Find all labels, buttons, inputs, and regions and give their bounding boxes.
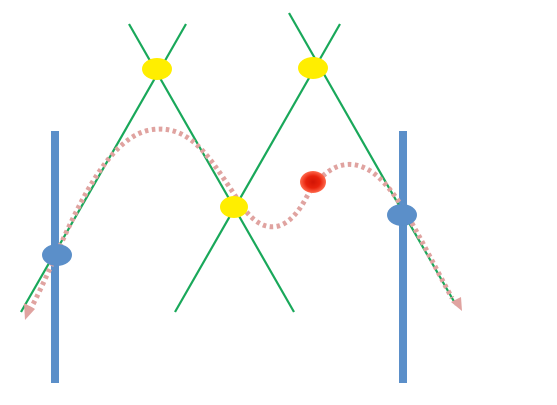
path-arrowhead-right (451, 297, 462, 311)
current-position-marker (300, 171, 326, 193)
junction-center (220, 196, 248, 218)
path-arrowhead-left (24, 303, 35, 320)
posts-layer (51, 131, 407, 383)
path-layer (24, 126, 462, 320)
lines-layer (20, 12, 457, 313)
right-post (399, 131, 407, 383)
junctions-layer (42, 57, 417, 266)
junction-left-post (42, 244, 72, 266)
dotted-path (27, 126, 455, 312)
junction-top-right (298, 57, 328, 79)
junction-right-post (387, 204, 417, 226)
junction-top-left (142, 58, 172, 80)
marker-layer (300, 171, 326, 193)
